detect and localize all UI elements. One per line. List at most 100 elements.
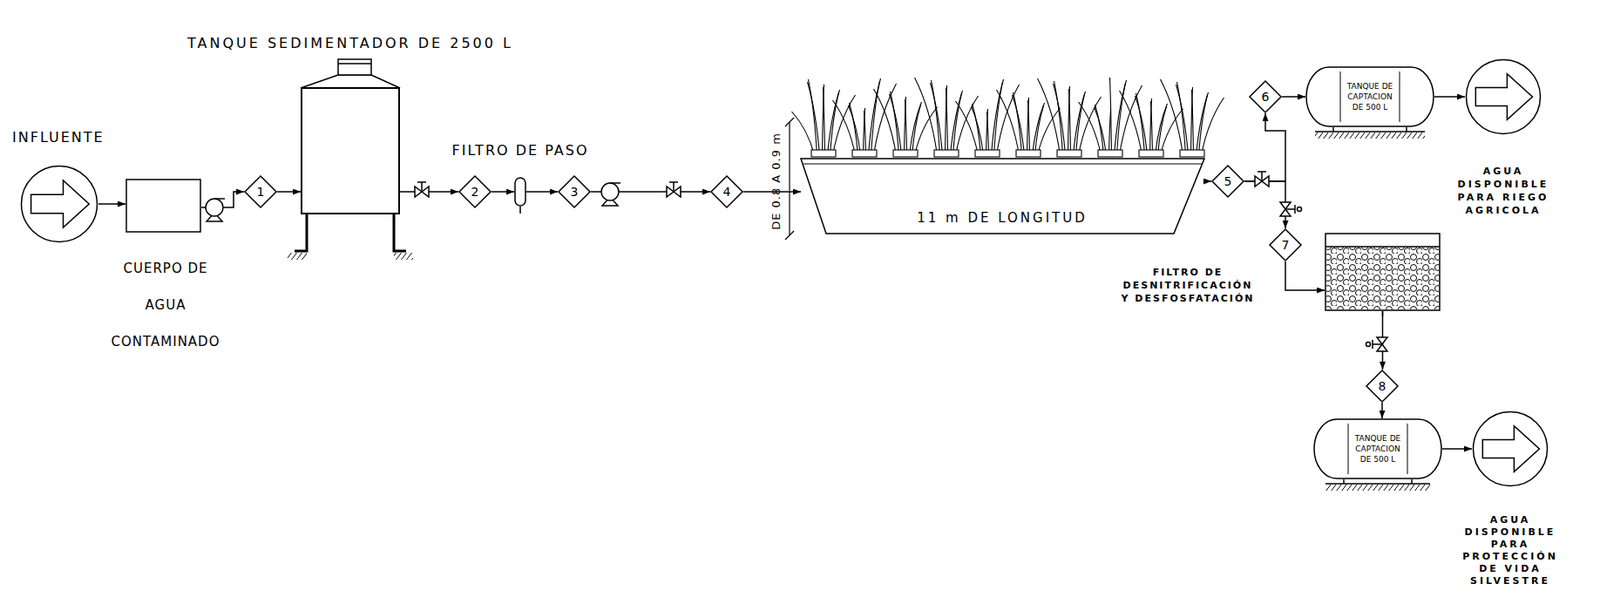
plant-blade [874,88,897,156]
node-text: TANQUE DE CAPTACION DE 500 L [1350,433,1405,465]
node-text: 3 [570,184,579,200]
valve-symbol [1280,202,1302,217]
node-text: 6 [1261,89,1270,105]
plant-blade [1150,98,1153,156]
plant-pot [1179,149,1205,157]
constructed-wetland: 11 m DE LONGITUD [800,157,1205,235]
plant-blade [1037,108,1061,156]
valve-symbol [1366,337,1389,352]
plant-blade [950,90,963,156]
plant-blade [1078,101,1102,156]
sedimentation-tank-outline [300,87,400,215]
flow-connector [1442,447,1472,450]
plant-blade [1151,101,1153,156]
gravel-filter-outline [1324,232,1441,312]
node-text: 7 [1281,237,1290,253]
plant-blade [823,87,826,156]
plant-pot [1016,149,1041,157]
storage-tank: TANQUE DE CAPTACION DE 500 L [1313,418,1443,480]
flow-connector [1281,95,1306,98]
source-box-outline [125,178,202,233]
node-caption: FILTRO DE DESNITRIFICACIÓN Y DESFOSFATAC… [1119,265,1256,306]
plant-blade [1119,85,1143,156]
plant-pot [811,149,836,157]
flow-terminal-outline [1464,58,1542,136]
flow-terminal: INFLUENTE [20,164,99,244]
plant-pot [1098,149,1123,157]
plant-blade [971,106,984,156]
plant-blade [1176,84,1189,156]
plant-blade [874,83,897,156]
stream-number: 6 [1248,80,1282,114]
node-text: 2 [471,184,480,200]
node-text: TANQUE DE CAPTACION DE 500 L [1342,81,1397,113]
sedimentation-tank: TANQUE SEDIMENTADOR DE 2500 L [300,87,400,215]
plant-blade [1196,92,1209,156]
node-text: 5 [1224,174,1233,190]
plant-pot [975,149,1000,157]
plant-blade [1110,77,1112,156]
node-caption: FILTRO DE PASO [451,142,589,159]
flow-terminal: AGUA DISPONIBLE PARA RIEGO AGRICOLA [1464,58,1542,136]
flow-connector [1434,95,1465,98]
plant-blade [996,89,1020,156]
flow-connector [526,190,558,193]
stream-number: 4 [710,175,744,209]
plant-pot [852,149,877,157]
plant-blade [1069,88,1072,156]
gravel-filter: FILTRO DE DESNITRIFICACIÓN Y DESFOSFATAC… [1324,232,1441,312]
storage-tank: TANQUE DE CAPTACION DE 500 L [1305,66,1435,128]
plant-blade [1028,100,1031,156]
plant-pot [893,149,918,157]
plant-blade [807,81,821,156]
plant-blade [792,111,815,156]
inline-filter-outline [514,176,527,207]
plant-blade [909,101,923,156]
dimension-label: DE 0.8 A 0.9 m [769,132,783,231]
flow-terminal-outline [20,164,99,244]
node-caption: INFLUENTE [12,128,105,146]
plant-blade [833,100,856,156]
plant-blade [1160,79,1184,156]
plant-blade [1027,97,1030,156]
pump-symbol [601,183,621,206]
plant-blade [889,94,902,156]
flow-connector [1244,181,1286,229]
plant-blade [1037,78,1061,156]
stream-number: 5 [1211,164,1245,198]
plant-blade [915,107,938,156]
plant-blade [1155,103,1168,156]
node-caption: AGUA DISPONIBLE PARA PROTECCIÓN DE VIDA … [1454,514,1567,588]
node-caption: 11 m DE LONGITUD [911,210,1093,226]
stream-number: 7 [1268,228,1302,262]
flow-connector [1381,402,1384,419]
plant-blade [822,84,825,156]
flow-terminal: AGUA DISPONIBLE PARA PROTECCIÓN DE VIDA … [1471,410,1549,488]
plant-blade [987,111,990,156]
plant-pot [1057,149,1082,157]
plant-blade [1012,94,1025,156]
plant-blade [946,88,949,156]
plant-blade [1191,87,1194,156]
source-box: CUERPO DE AGUA CONTAMINADO [125,178,202,233]
plant-blade [930,82,943,156]
stream-number: 2 [458,175,492,209]
wetland-plants [792,77,1225,157]
plant-blade [1109,109,1112,156]
plant-blade [905,99,908,156]
plant-blade [955,95,979,156]
stream-number: 1 [244,175,278,209]
pump-symbol [205,198,225,222]
plant-blade [1094,107,1107,156]
stream-number: 3 [557,175,591,209]
flow-connector [491,190,515,193]
plant-blade [996,84,1020,156]
plant-blade [986,108,989,156]
flow-connector [98,203,126,205]
plant-blade [864,110,867,156]
node-text: 4 [723,184,732,200]
node-caption: TANQUE SEDIMENTADOR DE 2500 L [187,34,514,52]
valve-symbol [1254,171,1269,187]
plant-blade [833,94,856,156]
sedimentation-tank-body [287,59,414,260]
